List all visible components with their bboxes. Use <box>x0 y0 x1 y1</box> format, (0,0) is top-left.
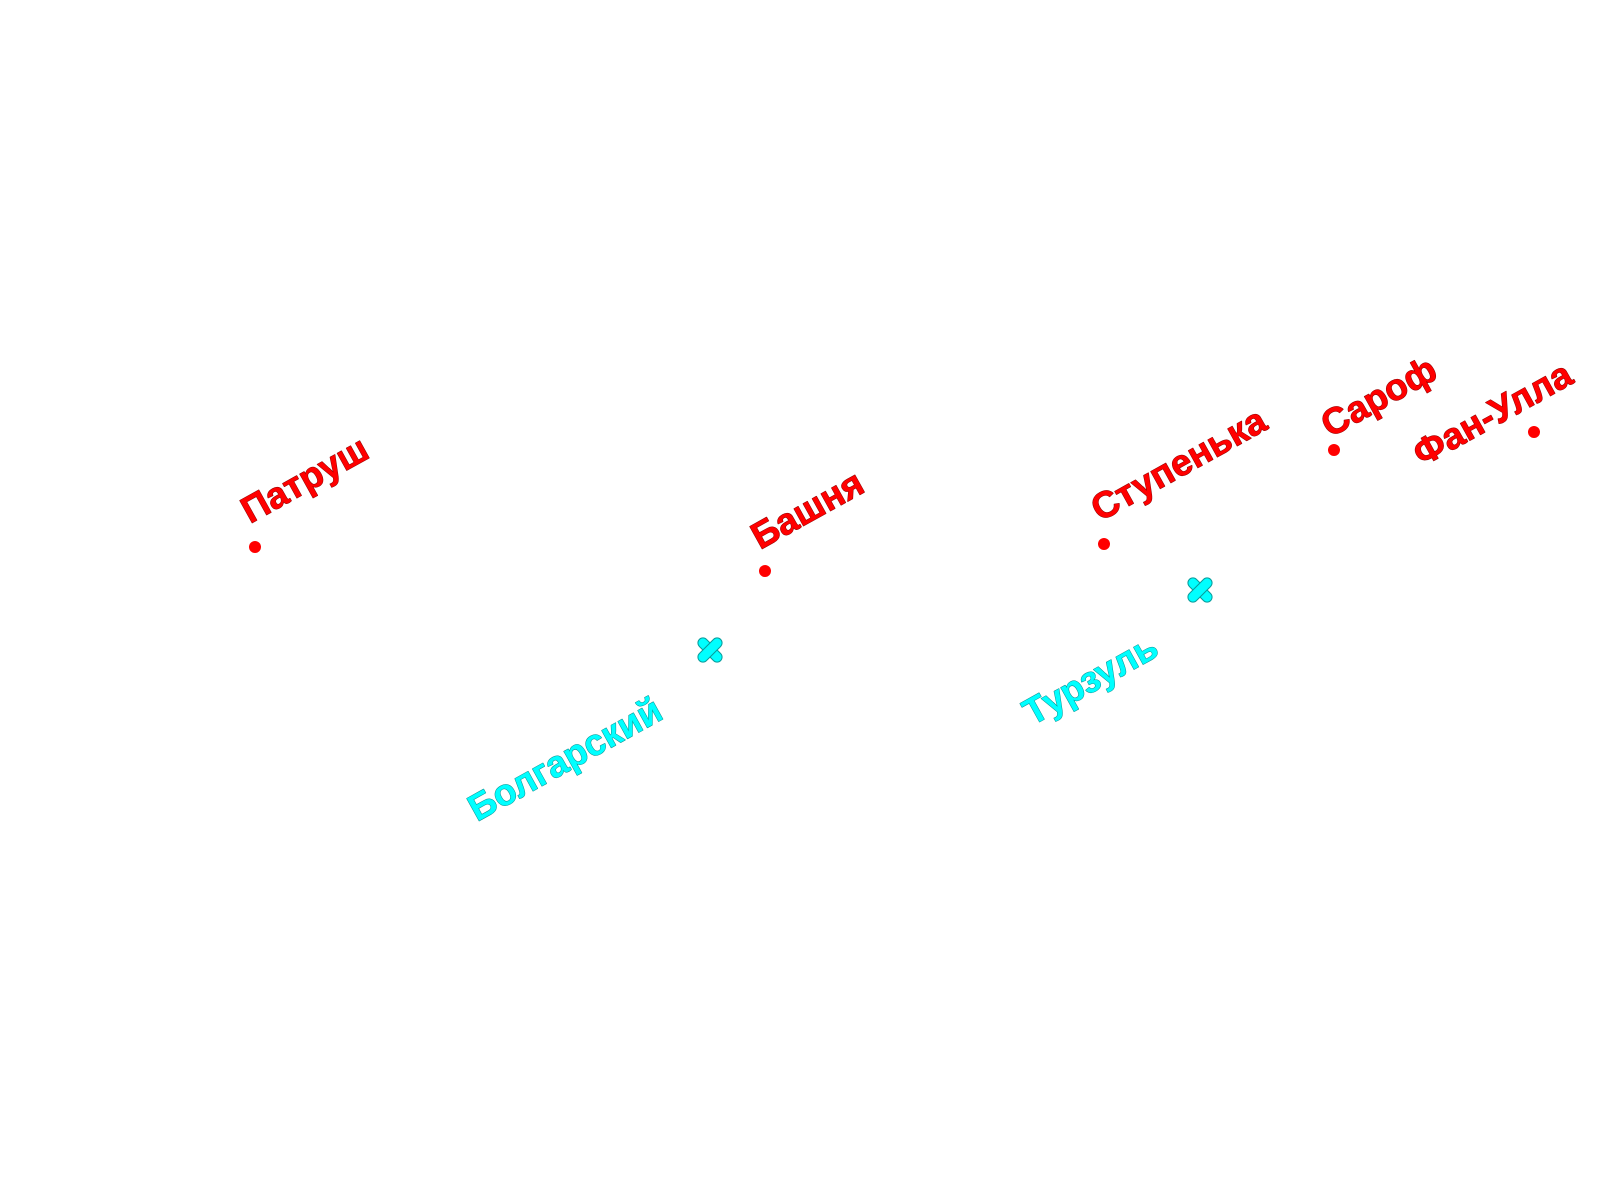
peak-label-stupenka: Ступенька <box>1084 399 1273 529</box>
peak-label-bashnya: Башня <box>744 462 871 557</box>
pass-turzul: Турзуль <box>1016 577 1213 733</box>
pass-cross-icon <box>697 637 723 663</box>
peak-marker-icon <box>249 541 261 553</box>
pass-label-turzul: Турзуль <box>1016 626 1165 733</box>
peak-marker-icon <box>759 565 771 577</box>
peak-patrush: Патруш <box>234 427 376 553</box>
peak-stupenka: Ступенька <box>1084 399 1274 550</box>
pass-bolgarsky: Болгарский <box>461 637 723 829</box>
peak-marker-icon <box>1098 538 1110 550</box>
peak-bashnya: Башня <box>744 462 871 577</box>
peak-label-patrush: Патруш <box>234 428 375 531</box>
peak-marker-icon <box>1528 426 1540 438</box>
peak-marker-icon <box>1328 444 1340 456</box>
pass-cross-icon <box>1187 577 1213 603</box>
pass-label-bolgarsky: Болгарский <box>461 689 669 829</box>
